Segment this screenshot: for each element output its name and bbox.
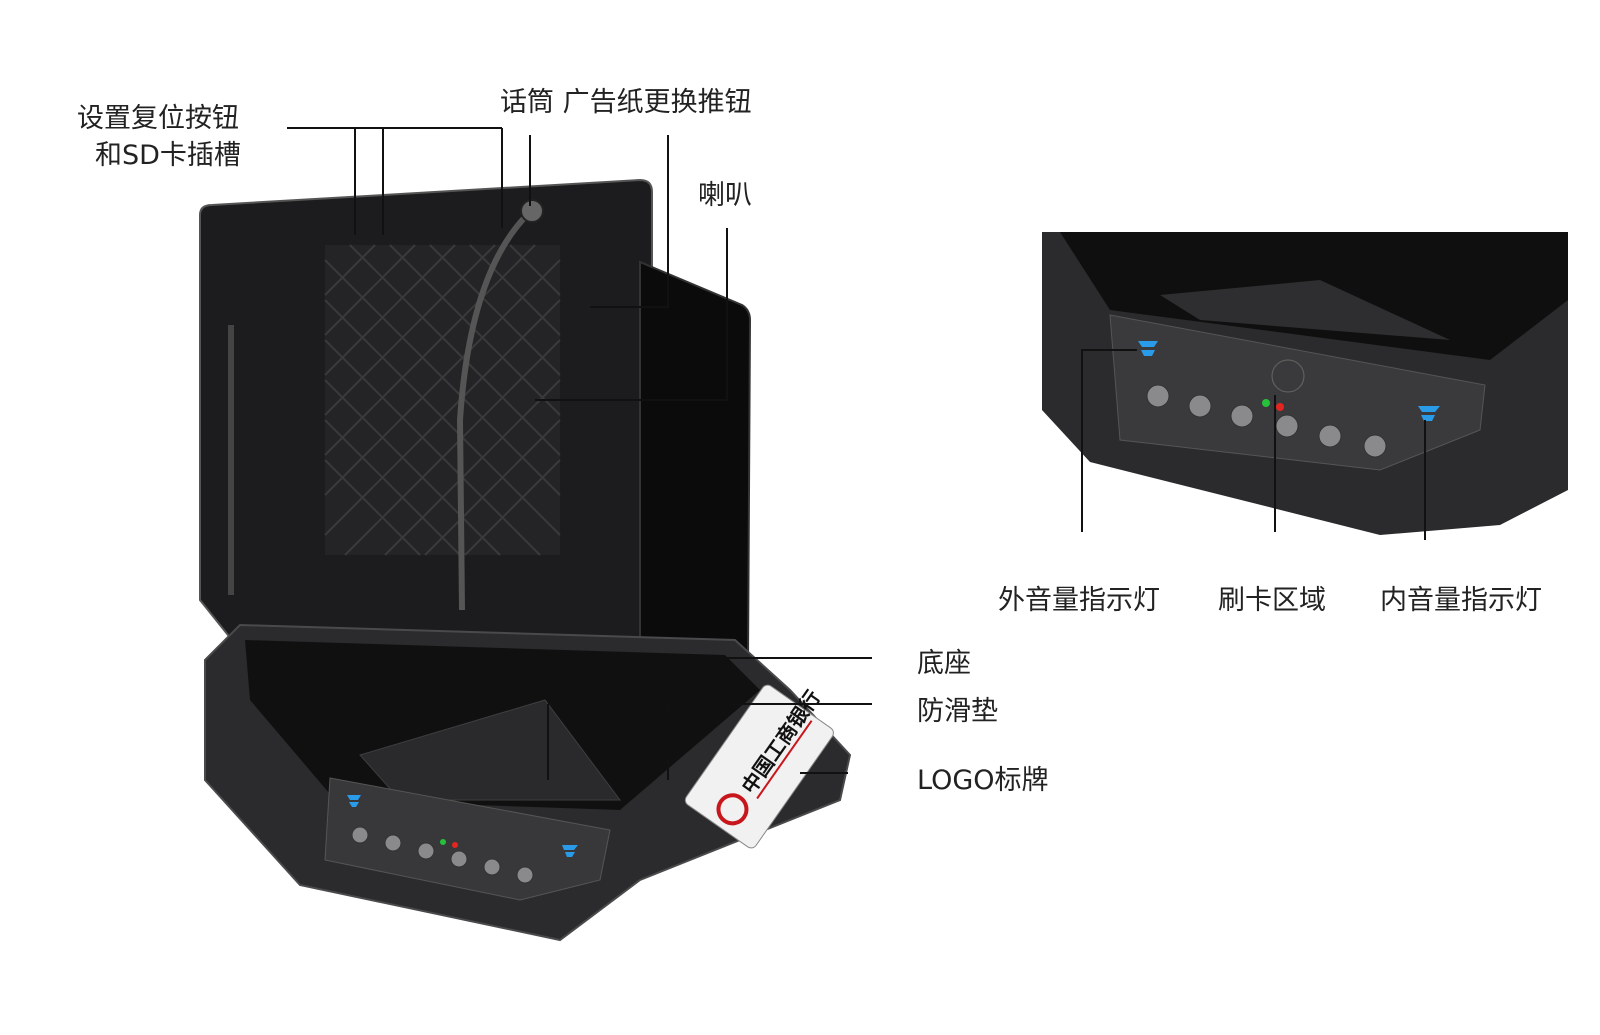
anti-slip-pad — [359, 699, 621, 801]
inset-led-red — [1276, 403, 1284, 411]
inner-volume-indicator-icon — [562, 845, 578, 857]
label-inner-volume-indicator: 内音量指示灯 — [1380, 585, 1542, 616]
main-device: 中国工商银行 — [199, 178, 852, 942]
icbc-logo-icon — [716, 793, 749, 826]
inset-panel-button — [1230, 404, 1254, 428]
inset-panel-button — [1363, 434, 1387, 458]
leader-lines — [287, 127, 1426, 780]
panel-button[interactable] — [351, 826, 369, 844]
inset-panel-button — [1318, 424, 1342, 448]
label-logo-plate: LOGO标牌 — [917, 765, 1049, 796]
label-mic-and-paper: 话筒 广告纸更换推钮 — [500, 87, 752, 118]
inset-panel-buttons — [1146, 384, 1387, 458]
inset-card-reader-icon — [1271, 359, 1305, 393]
inset-panel-button — [1188, 394, 1212, 418]
panel-button[interactable] — [483, 858, 501, 876]
inset-device — [1042, 232, 1568, 535]
label-speaker: 喇叭 — [698, 180, 752, 211]
side-slot — [228, 325, 234, 595]
label-anti-slip-pad: 防滑垫 — [917, 696, 998, 727]
outer-volume-indicator-icon — [347, 795, 361, 807]
speaker-grille — [325, 245, 560, 555]
inset-panel-button — [1275, 414, 1299, 438]
label-card-area: 刷卡区域 — [1218, 585, 1326, 616]
panel-button[interactable] — [450, 850, 468, 868]
panel-buttons — [351, 826, 534, 884]
label-reset-sd-line2: 和SD卡插槽 — [95, 140, 241, 171]
inset-led-green — [1262, 399, 1270, 407]
inset-inner-volume-icon — [1418, 406, 1440, 421]
microphone-gooseneck — [456, 209, 533, 611]
label-outer-volume-indicator: 外音量指示灯 — [998, 585, 1160, 616]
panel-button[interactable] — [384, 834, 402, 852]
led-green — [440, 839, 446, 845]
advert-board — [639, 260, 752, 661]
label-reset-sd: 设置复位按钮 — [77, 103, 239, 134]
inset-panel-button — [1146, 384, 1170, 408]
inset-pad — [1160, 280, 1450, 340]
label-base: 底座 — [917, 648, 971, 679]
panel-button[interactable] — [417, 842, 435, 860]
speaker-grille-pattern — [324, 244, 561, 556]
panel-button[interactable] — [516, 866, 534, 884]
inset-control-panel — [1109, 314, 1486, 471]
led-red — [452, 842, 458, 848]
microphone-head — [520, 199, 544, 223]
control-panel — [324, 777, 611, 901]
inset-outer-volume-icon — [1138, 341, 1158, 356]
